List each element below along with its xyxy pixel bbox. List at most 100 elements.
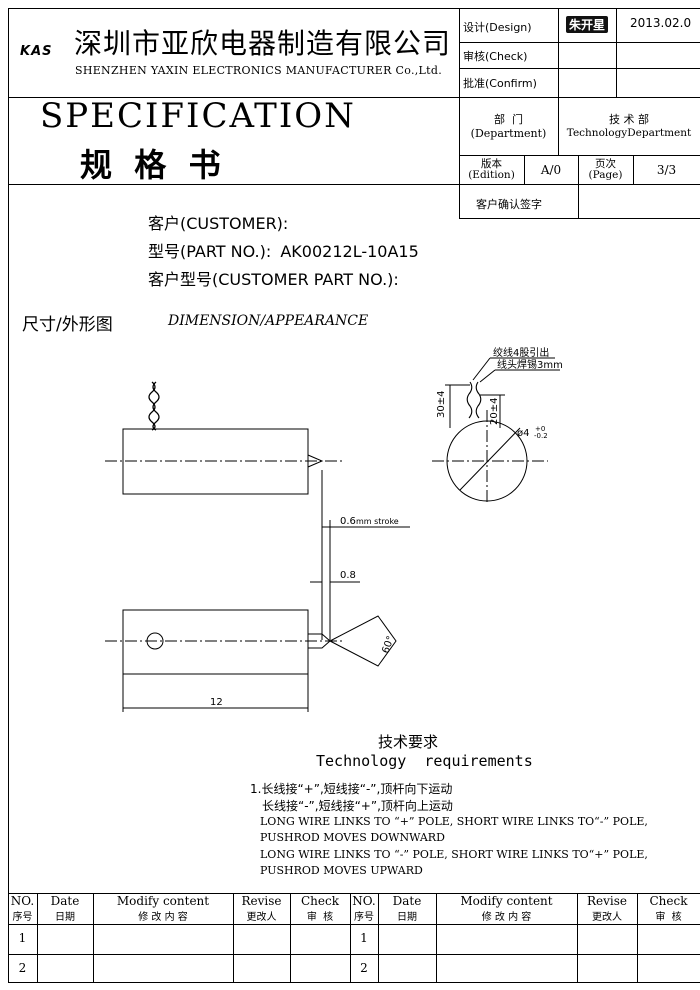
note-twist: 绞线4股引出 — [493, 346, 549, 359]
grid-line — [8, 954, 700, 955]
col-header-date-cn-2: 日期 — [397, 912, 417, 923]
grid-line — [558, 8, 559, 97]
col-header-no-2: NO. — [352, 894, 376, 908]
tech-line-2: 长线接“-”,短线接“+”,顶杆向上运动 — [262, 799, 453, 813]
check-label: 审核(Check) — [463, 50, 528, 63]
grid-line — [8, 924, 700, 925]
grid-line — [577, 893, 578, 983]
grid-line — [8, 184, 459, 185]
tech-line-5: LONG WIRE LINKS TO “-” POLE, SHORT WIRE … — [260, 848, 648, 861]
spec-title-cn: 规 格 书 — [80, 146, 221, 184]
grid-line — [616, 8, 617, 97]
dim-length: 12 — [210, 697, 223, 708]
edition-label-cn: 版本 — [481, 158, 502, 170]
dim-angle: 60° — [380, 635, 396, 655]
col-header-check-cn: 审 核 — [306, 912, 334, 923]
tech-line-1: 1.长线接“+”,短线接“-”,顶杆向下运动 — [250, 782, 453, 796]
grid-line — [8, 893, 700, 894]
dept-label-cn: 部 门 — [494, 113, 523, 126]
twisted-wire-front — [148, 381, 156, 431]
section-title-en: DIMENSION/APPEARANCE — [168, 313, 369, 329]
company-logo: KAS — [20, 44, 53, 59]
grid-line — [93, 893, 94, 983]
col-header-date-cn: 日期 — [55, 912, 75, 923]
col-header-modify-2: Modify content — [460, 894, 553, 908]
col-header-no-cn-2: 序号 — [354, 912, 374, 923]
note-solder: 线头焊锡3mm — [497, 358, 563, 371]
edition-label-en: (Edition) — [468, 169, 515, 181]
col-header-revise-cn-2: 更改人 — [592, 912, 622, 923]
tech-line-6: PUSHROD MOVES UPWARD — [260, 864, 423, 877]
grid-line — [558, 97, 559, 155]
dim-08: 0.8 — [340, 570, 356, 581]
table-row-no: 1 — [18, 931, 27, 945]
grid-line — [459, 155, 700, 156]
col-header-check-2: Check — [649, 894, 688, 908]
spec-title-en: SPECIFICATION — [40, 96, 356, 136]
designer-signature: 朱开星 — [566, 16, 609, 33]
header-divider — [8, 97, 700, 98]
table-row-no: 2 — [360, 961, 368, 975]
col-header-revise: Revise — [241, 894, 282, 908]
grid-line — [350, 893, 351, 983]
page-label-cn: 页次 — [595, 158, 616, 170]
col-header-date-2: Date — [392, 894, 422, 908]
mounting-hole — [146, 632, 164, 650]
grid-line — [578, 155, 579, 218]
pushrod-tip-side — [307, 633, 331, 649]
customer-sign-label: 客户确认签字 — [476, 198, 542, 211]
col-header-modify: Modify content — [116, 894, 210, 908]
grid-line — [459, 218, 700, 219]
page-value: 3/3 — [656, 163, 677, 177]
design-date: 2013.02.0 — [630, 16, 692, 30]
part-no-value: AK00212L-10A15 — [280, 242, 419, 261]
grid-line — [459, 68, 700, 69]
grid-line — [290, 893, 291, 983]
header-vdivider — [459, 8, 460, 218]
dim-diameter-tol-up: +0 — [535, 425, 545, 433]
dim-diameter-tol-low: -0.2 — [534, 432, 548, 440]
part-no-row: 型号(PART NO.): AK00212L-10A15 — [148, 238, 419, 262]
tech-title-en: Technology requirements — [316, 752, 533, 770]
grid-line — [459, 42, 700, 43]
page-frame — [8, 8, 700, 983]
page-label-en: (Page) — [588, 169, 623, 181]
grid-line — [233, 893, 234, 983]
grid-line — [37, 893, 38, 983]
grid-line — [633, 155, 634, 184]
twisted-wire-side — [466, 381, 473, 419]
col-header-revise-2: Revise — [586, 894, 627, 908]
edition-value: A/0 — [540, 163, 562, 177]
dim-stroke: 0.6 — [340, 516, 356, 527]
col-header-no-cn: 序号 — [12, 912, 33, 923]
confirm-label: 批准(Confirm) — [463, 77, 537, 90]
dept-label-en: (Department) — [470, 127, 547, 140]
col-header-check-cn-2: 审 核 — [655, 912, 682, 923]
tech-line-3: LONG WIRE LINKS TO “+” POLE, SHORT WIRE … — [260, 815, 648, 828]
grid-line — [459, 184, 700, 185]
col-header-modify-cn: 修 改 内 容 — [138, 912, 188, 923]
table-row-no: 2 — [18, 961, 27, 975]
section-title-cn: 尺寸/外形图 — [22, 315, 113, 335]
col-header-check: Check — [300, 894, 339, 908]
table-row-no: 1 — [360, 931, 368, 945]
grid-line — [436, 893, 437, 983]
customer-part-no-label: 客户型号(CUSTOMER PART NO.): — [148, 270, 399, 289]
dept-value-cn: 技 术 部 — [609, 113, 649, 126]
design-label: 设计(Design) — [463, 21, 532, 34]
dim-diameter: ø4 — [517, 428, 529, 439]
dept-value-en: TechnologyDepartment — [566, 127, 692, 139]
tech-line-4: PUSHROD MOVES DOWNWARD — [260, 831, 445, 844]
tech-title-cn: 技术要求 — [378, 733, 439, 751]
company-name-en: SHENZHEN YAXIN ELECTRONICS MANUFACTURER … — [75, 64, 442, 77]
col-header-date: Date — [50, 894, 80, 908]
dim-stroke-unit: mm stroke — [356, 517, 399, 526]
company-name-cn: 深圳市亚欣电器制造有限公司 — [74, 27, 452, 60]
grid-line — [524, 155, 525, 184]
col-header-revise-cn: 更改人 — [246, 912, 277, 923]
dim-20: 20±4 — [489, 398, 500, 425]
pushrod-tip-front — [307, 454, 324, 468]
col-header-no: NO. — [10, 894, 35, 908]
grid-line — [378, 893, 379, 983]
